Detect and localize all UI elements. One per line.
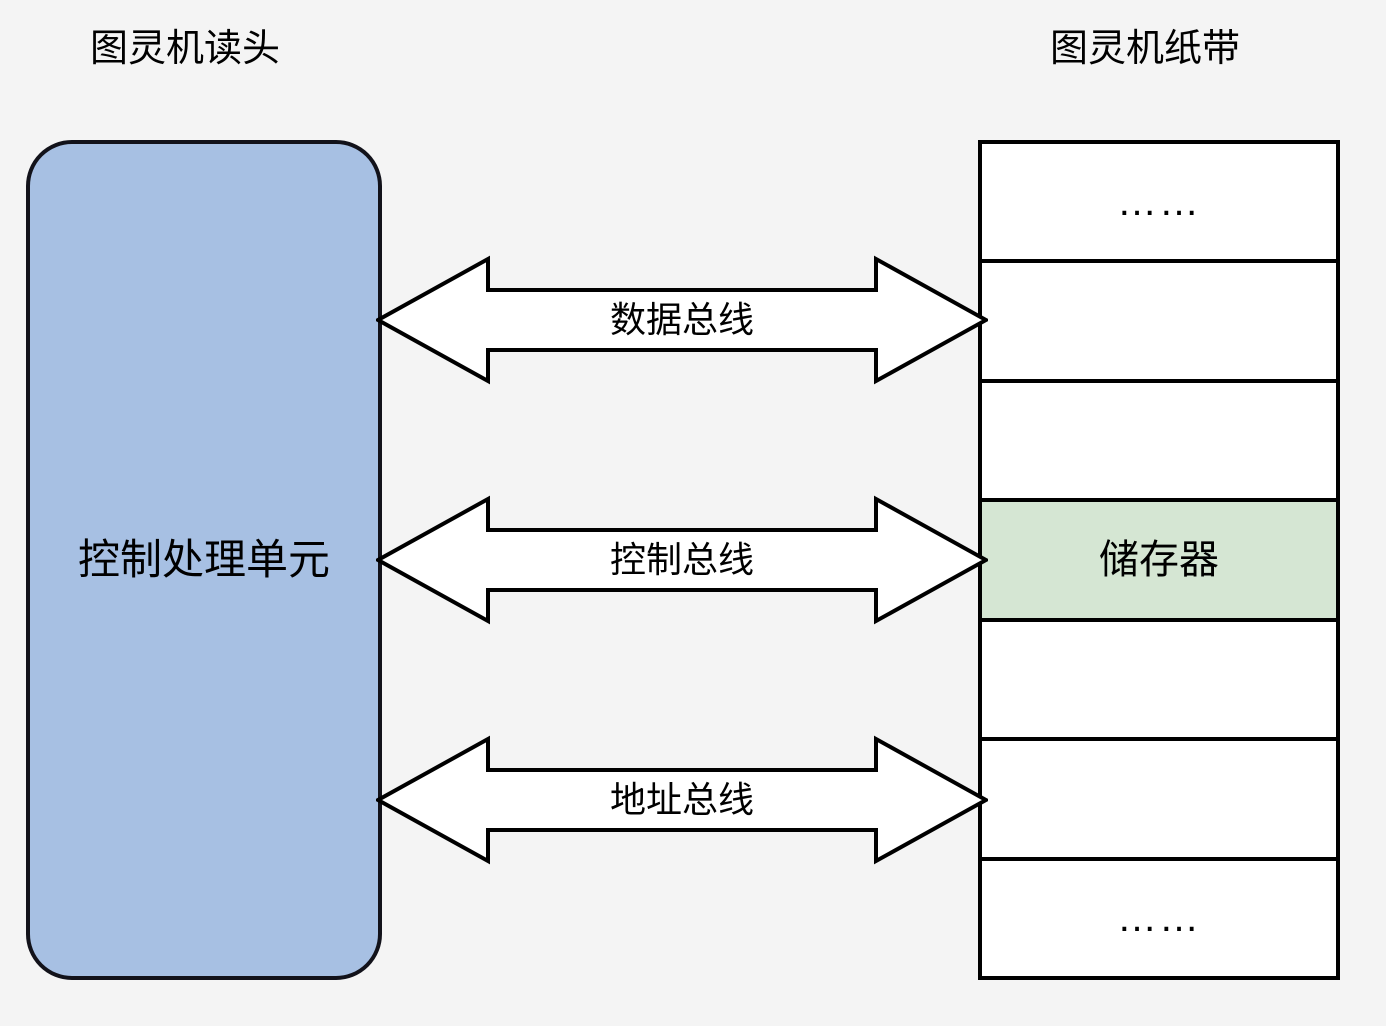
double-headed-arrow-icon	[376, 255, 988, 385]
double-headed-arrow-icon	[376, 495, 988, 625]
tape-cell-label: ……	[1117, 179, 1201, 224]
tape-cell[interactable]	[982, 382, 1336, 503]
address-bus-arrow[interactable]: 地址总线	[376, 735, 988, 865]
double-headed-arrow-icon	[376, 735, 988, 865]
tape-cell-memory[interactable]: 储存器	[982, 502, 1336, 622]
tape-cell[interactable]	[982, 741, 1336, 861]
tape-cell[interactable]	[982, 263, 1336, 383]
tape-cell[interactable]: ……	[982, 860, 1336, 976]
tape-cell[interactable]: ……	[982, 144, 1336, 264]
turing-machine-tape: …… 储存器 ……	[978, 140, 1340, 980]
tape-cell[interactable]	[982, 621, 1336, 742]
control-processing-unit-box[interactable]: 控制处理单元	[26, 140, 382, 980]
right-section-title: 图灵机纸带	[1050, 28, 1241, 70]
tape-cell-label: 储存器	[1099, 537, 1219, 582]
control-bus-arrow[interactable]: 控制总线	[376, 495, 988, 625]
tape-cell-label: ……	[1117, 896, 1201, 941]
data-bus-arrow[interactable]: 数据总线	[376, 255, 988, 385]
control-processing-unit-label: 控制处理单元	[77, 536, 330, 583]
left-section-title: 图灵机读头	[90, 28, 281, 70]
